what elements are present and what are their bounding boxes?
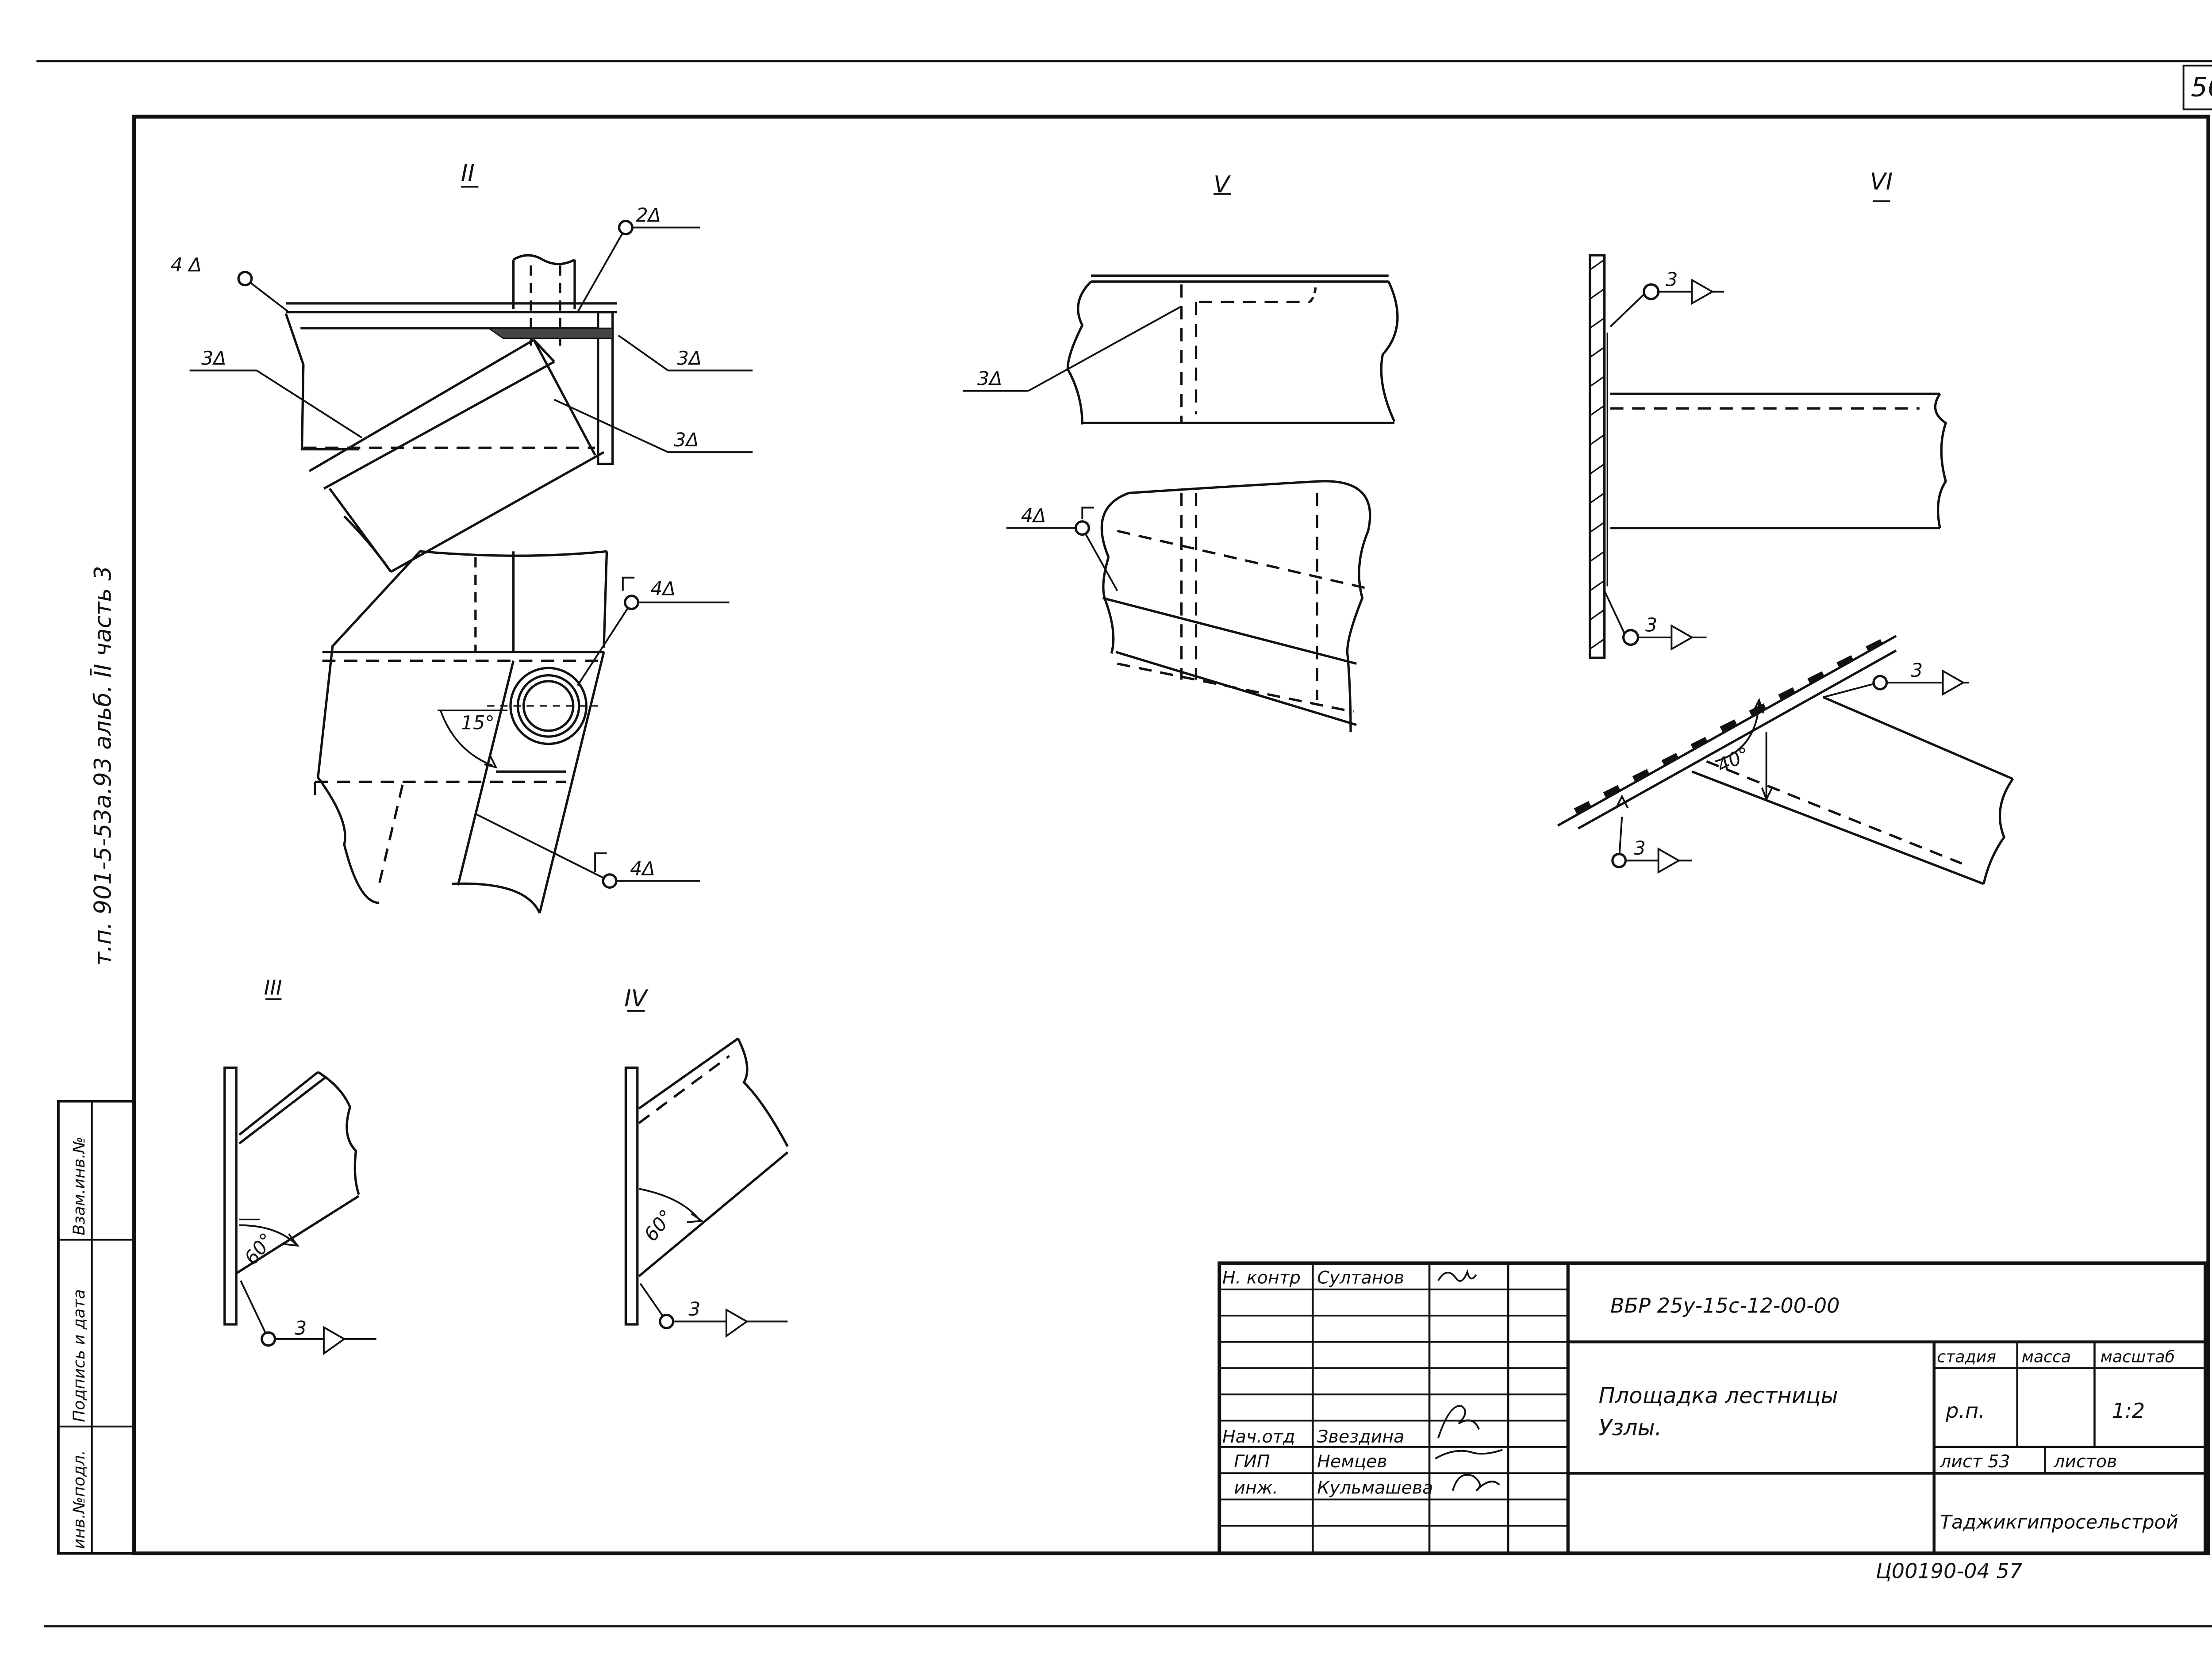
side-stamp-signature: Подпись и дата (69, 1289, 88, 1422)
view-v-lower (1006, 480, 1371, 733)
archive-number: Ц00190-04 57 (1876, 1559, 2022, 1583)
side-stamp-replace: Взам.инв.№ (69, 1137, 88, 1236)
tb-title-line-2: Узлы. (1598, 1415, 1662, 1441)
view-ii-title: II (461, 160, 475, 187)
tb-col-mass: масса (2022, 1347, 2071, 1366)
tb-name-2: Звездина (1317, 1427, 1404, 1447)
view-iv-title: IV (624, 985, 649, 1012)
tb-name-4: Кульмашева (1317, 1477, 1433, 1498)
tb-stage: р.п. (1945, 1399, 1985, 1423)
view-ii-upper (189, 186, 753, 573)
tb-role-4: инж. (1234, 1477, 1278, 1498)
tb-role-3: ГИП (1234, 1451, 1270, 1472)
view-ii-angle: 15° (461, 712, 495, 734)
tb-role-1: Н. контр (1222, 1268, 1301, 1288)
side-designation: т.п. 901-5-53а.93 альб. ĪI часть 3 (90, 566, 117, 966)
view-ii-weld-3: 3Δ (201, 347, 227, 369)
tb-organization: Таджикгипросельстрой (1940, 1512, 2178, 1534)
tb-scale: 1:2 (2112, 1399, 2145, 1423)
view-vi-title: VI (1870, 169, 1893, 196)
view-ii-weld-7: 4Δ (630, 858, 655, 880)
view-iii-weld: 3 (295, 1317, 307, 1339)
view-ii-lower (314, 550, 730, 914)
corner-number: 56 (2191, 72, 2212, 103)
view-v-upper (963, 193, 1399, 425)
view-v-weld-2: 4Δ (1021, 505, 1046, 527)
tb-col-stage: стадия (1937, 1347, 1996, 1366)
view-v-weld-1: 3Δ (977, 368, 1002, 390)
view-vi-angle: 40° (1713, 743, 1753, 777)
tb-role-2: Нач.отд (1222, 1427, 1295, 1447)
view-iv-angle: 60° (640, 1205, 678, 1246)
view-iii-title: III (264, 976, 282, 1000)
tb-sheets: листов (2053, 1451, 2117, 1472)
view-ii-weld-1: 2Δ (636, 204, 661, 226)
tb-sheet: лист 53 (1939, 1451, 2010, 1472)
view-vi-weld-2: 3 (1645, 614, 1657, 637)
tb-col-scale: масштаб (2101, 1347, 2175, 1366)
tb-doc-code: ВБР 25у-15с-12-00-00 (1610, 1294, 1840, 1318)
view-vi-upper (1589, 200, 1947, 659)
view-iv-weld: 3 (688, 1298, 700, 1320)
view-ii-weld-2: 4 Δ (171, 254, 202, 276)
view-iii-angle: 60° (240, 1229, 278, 1269)
view-vi-weld-1: 3 (1666, 269, 1678, 291)
side-stamp (57, 1100, 136, 1555)
view-ii-weld-4: 3Δ (677, 347, 702, 369)
view-vi-weld-4: 3 (1634, 837, 1646, 860)
tb-title-line-1: Площадка лестницы (1598, 1383, 1838, 1408)
tb-name-1: Султанов (1317, 1268, 1404, 1288)
view-vi-weld-3: 3 (1911, 660, 1923, 682)
title-block (1217, 1261, 2207, 1555)
view-iv (624, 1010, 789, 1338)
view-ii-weld-5: 3Δ (674, 429, 699, 451)
sheet-frame (36, 60, 2212, 1627)
view-v-title: V (1214, 171, 1231, 198)
tb-name-3: Немцев (1317, 1451, 1387, 1472)
view-vi-lower (1557, 635, 2014, 885)
side-stamp-inv: инв.№подл. (69, 1450, 88, 1549)
view-ii-weld-6: 4Δ (650, 578, 676, 600)
view-iii (223, 998, 376, 1355)
